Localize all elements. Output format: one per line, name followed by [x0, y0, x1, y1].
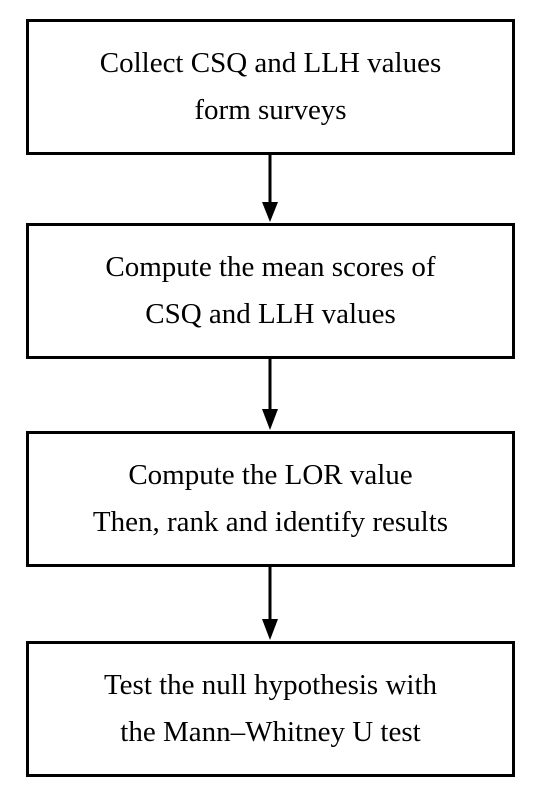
- step-text-line-2: CSQ and LLH values: [145, 298, 396, 330]
- step-box-collect-values: Collect CSQ and LLH values form surveys: [26, 19, 515, 155]
- step-text-line-1: Collect CSQ and LLH values: [99, 47, 442, 79]
- step-box-compute-lor: Compute the LOR value Then, rank and ide…: [26, 431, 515, 567]
- arrow-head: [262, 202, 278, 222]
- step-text-line-2: Then, rank and identify results: [92, 506, 449, 538]
- step-text-line-2: form surveys: [194, 94, 347, 126]
- step-text-line-1: Test the null hypothesis with: [103, 669, 438, 701]
- arrow-step-1-to-2: [262, 155, 278, 222]
- step-text-line-1: Compute the mean scores of: [105, 251, 436, 283]
- step-text-line-2: the Mann–Whitney U test: [120, 716, 421, 748]
- arrow-step-3-to-4: [262, 567, 278, 640]
- step-text-line-1: Compute the LOR value: [128, 459, 413, 491]
- arrow-head: [262, 409, 278, 430]
- step-box-test-hypothesis: Test the null hypothesis with the Mann–W…: [26, 641, 515, 777]
- arrow-step-2-to-3: [262, 359, 278, 430]
- arrow-head: [262, 619, 278, 640]
- step-box-compute-mean-scores: Compute the mean scores of CSQ and LLH v…: [26, 223, 515, 359]
